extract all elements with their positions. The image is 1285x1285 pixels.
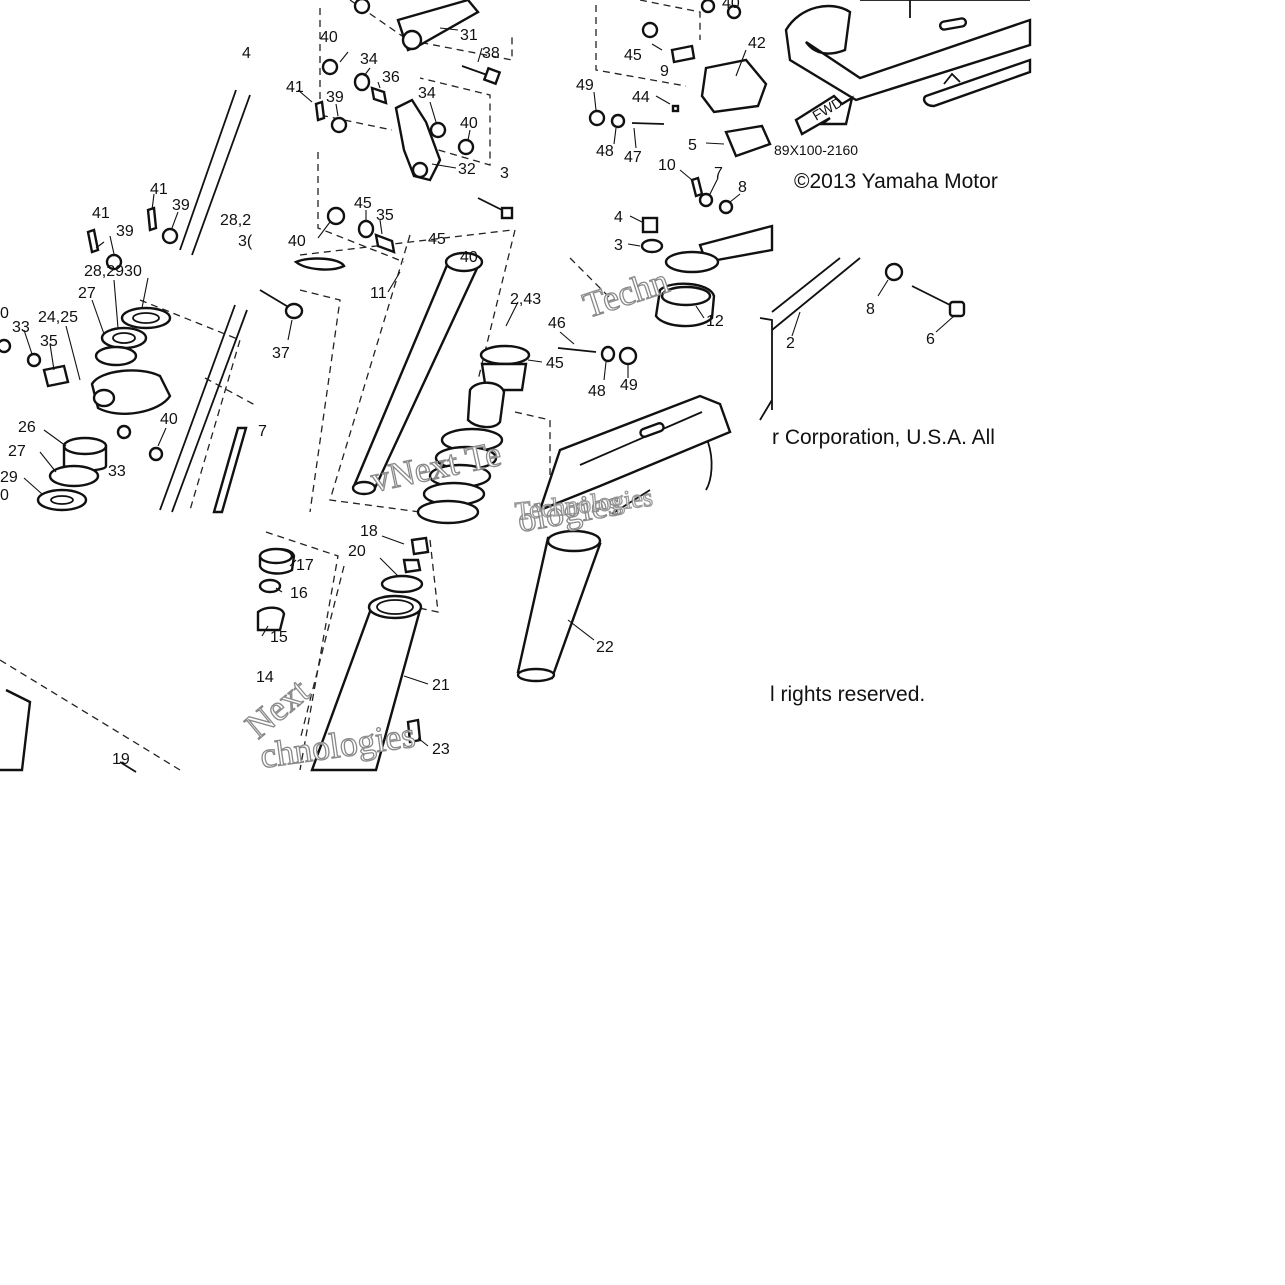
- callout-label: 8: [866, 301, 875, 318]
- tile-left-arm: [0, 89, 256, 514]
- callout-label: 42: [748, 35, 766, 52]
- callout-labels: 40 31 38 34 36 41 39 34 40 32 3 40 45 35…: [0, 0, 935, 768]
- copyright-line-3: l rights reserved.: [770, 683, 925, 706]
- callout-label: 2,43: [510, 291, 541, 308]
- callout-label: 12: [706, 313, 724, 330]
- callout-label: 23: [432, 741, 450, 758]
- callout-label: 14: [256, 669, 274, 686]
- callout-label: 0: [0, 305, 9, 322]
- callout-label: 48: [596, 143, 614, 160]
- callout-label: 27: [8, 443, 26, 460]
- tile-spring: [416, 216, 732, 525]
- callout-label: 19: [112, 751, 130, 768]
- fwd-arrow-icon: FWD: [794, 94, 854, 136]
- tile-upper-right: [569, 0, 774, 301]
- callout-label: 47: [624, 149, 642, 166]
- callout-label: 49: [576, 77, 594, 94]
- leader-lines: [23, 27, 955, 747]
- callout-label: 35: [376, 207, 394, 224]
- callout-label: 24,25: [38, 309, 78, 326]
- callout-label: 44: [632, 89, 650, 106]
- callout-label: 33: [108, 463, 126, 480]
- callout-label: 39: [172, 197, 190, 214]
- callout-label: 38: [482, 45, 500, 62]
- callout-label: 5: [688, 137, 697, 154]
- callout-label: 31: [460, 27, 478, 44]
- callout-label: 34: [418, 85, 436, 102]
- callout-label: 39: [116, 223, 134, 240]
- callout-label: 26: [18, 419, 36, 436]
- callout-label: 29: [0, 469, 18, 486]
- callout-label: 7: [714, 165, 723, 182]
- callout-label: 27: [78, 285, 96, 302]
- callout-label: 4: [242, 45, 251, 62]
- callout-label: 22: [596, 639, 614, 656]
- callout-label: 0: [0, 487, 9, 504]
- tile-ski-front: FWD 89X100-2160 ©2013 Yamaha Motor: [774, 0, 1032, 193]
- callout-label: 3: [614, 237, 623, 254]
- tile-cylinder: l rights reserved.: [516, 529, 925, 706]
- callout-label: 45: [624, 47, 642, 64]
- callout-label: 8: [738, 179, 747, 196]
- callout-label: 4: [614, 209, 623, 226]
- callout-label: 7: [258, 423, 267, 440]
- callout-label: 41: [92, 205, 110, 222]
- tile-lower-left: [0, 659, 181, 773]
- callout-label: 39: [326, 89, 344, 106]
- callout-label: 20: [348, 543, 366, 560]
- callout-label: 15: [270, 629, 288, 646]
- tile-upper-linkage: [299, 0, 514, 263]
- copyright-line-1: ©2013 Yamaha Motor: [794, 170, 998, 193]
- callout-label: 11: [370, 285, 387, 302]
- callout-label: 10: [658, 157, 676, 174]
- callout-label: 41: [150, 181, 168, 198]
- callout-label: 40: [160, 411, 178, 428]
- callout-label: 45: [354, 195, 372, 212]
- callout-label: 3: [500, 165, 509, 182]
- callout-label: 37: [272, 345, 290, 362]
- callout-label: 49: [620, 377, 638, 394]
- callout-label: 45: [428, 231, 446, 248]
- callout-label: 40: [460, 249, 478, 266]
- figure-code: 89X100-2160: [774, 142, 858, 158]
- callout-label: 17: [296, 557, 314, 574]
- callout-label: 18: [360, 523, 378, 540]
- copyright-line-2: r Corporation, U.S.A. All: [772, 426, 995, 449]
- tile-damper: [256, 531, 439, 772]
- callout-label: 40: [722, 0, 740, 12]
- callout-label: 41: [286, 79, 304, 96]
- callout-label: 21: [432, 677, 450, 694]
- callout-label: 16: [290, 585, 308, 602]
- callout-label: 28,2: [220, 212, 251, 229]
- tile-spindle: r Corporation, U.S.A. All: [759, 257, 995, 449]
- callout-label: 35: [40, 333, 58, 350]
- callout-label: 6: [926, 331, 935, 348]
- callout-label: 48: [588, 383, 606, 400]
- callout-label: 33: [12, 319, 30, 336]
- callout-label: 3(: [238, 233, 253, 250]
- callout-label: 46: [548, 315, 566, 332]
- callout-label: 40: [460, 115, 478, 132]
- callout-label: 28,2930: [84, 263, 142, 280]
- callout-label: 2: [786, 335, 795, 352]
- callout-label: 45: [546, 355, 564, 372]
- callout-label: 34: [360, 51, 378, 68]
- callout-label: 9: [660, 63, 669, 80]
- callout-label: 40: [320, 29, 338, 46]
- coil-spring: [416, 427, 504, 525]
- callout-label: 36: [382, 69, 400, 86]
- callout-label: 32: [458, 161, 476, 178]
- tile-center-shock: [259, 229, 516, 513]
- callout-label: 40: [288, 233, 306, 250]
